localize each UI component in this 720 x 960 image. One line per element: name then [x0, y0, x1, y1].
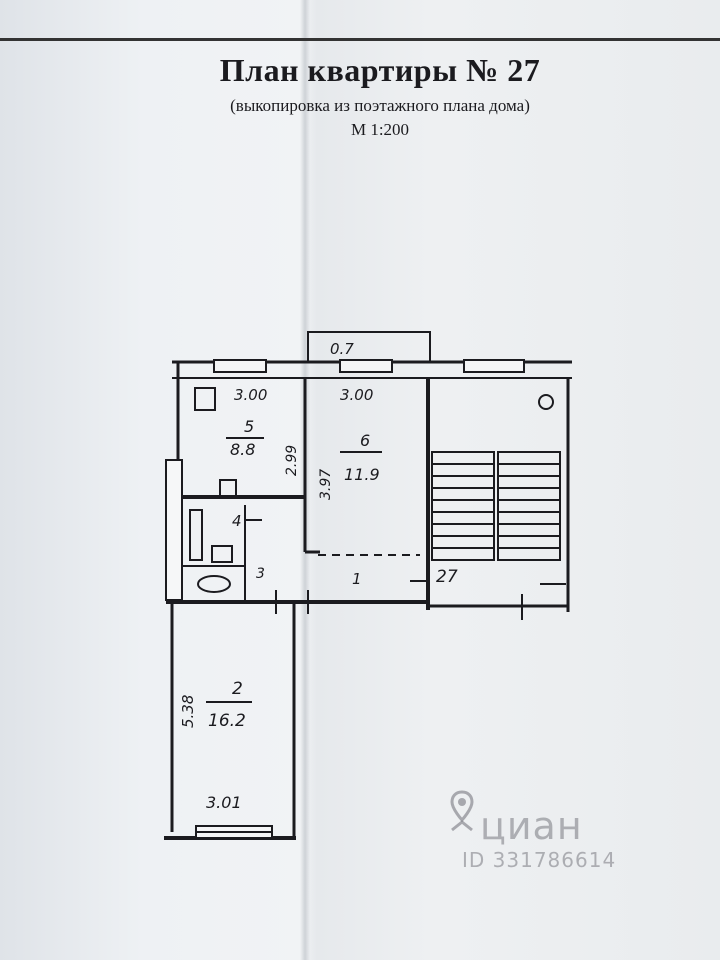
room2-area: 16.2 — [208, 711, 246, 731]
watermark-brand: циан — [480, 804, 583, 848]
room2-width-label: 3.01 — [206, 793, 242, 812]
room3-number: 3 — [256, 566, 265, 582]
page-subtitle: (выкопировка из поэтажного плана дома) — [230, 96, 530, 115]
room5-depth-label: 2.99 — [284, 445, 300, 476]
balcony-depth-label: 0.7 — [330, 340, 354, 358]
bathtub-fixture — [189, 509, 203, 561]
room1-number: 1 — [352, 570, 362, 588]
top-rule — [0, 38, 720, 41]
room2-depth-label: 5.38 — [179, 695, 197, 728]
left-wall-bay — [165, 459, 183, 601]
stair-label: 27 — [436, 567, 458, 587]
toilet-fixture — [197, 575, 231, 593]
room4-number: 4 — [232, 512, 242, 530]
room6-width-label: 3.00 — [340, 386, 373, 404]
room6-depth-label: 3.97 — [318, 469, 334, 500]
washbasin-fixture — [211, 545, 233, 563]
window-room6 — [339, 359, 393, 373]
room5-area: 8.8 — [230, 440, 255, 459]
room6-number: 6 — [360, 431, 370, 450]
map-pin-icon — [450, 790, 474, 838]
room2-number: 2 — [232, 679, 243, 699]
window-kitchen — [213, 359, 267, 373]
staircase — [431, 394, 561, 561]
scale-note: М 1:200 — [350, 120, 410, 139]
balcony — [307, 331, 431, 363]
stove-fixture — [194, 387, 216, 411]
room6-area: 11.9 — [344, 465, 380, 484]
watermark: циан ID 331786614 — [428, 790, 668, 880]
window-stair — [463, 359, 525, 373]
page-title: План квартиры № 27 — [219, 52, 541, 88]
sink-fixture — [219, 479, 237, 497]
room5-number: 5 — [244, 417, 254, 436]
room5-width-label: 3.00 — [234, 386, 267, 404]
watermark-id: ID 331786614 — [462, 848, 617, 872]
